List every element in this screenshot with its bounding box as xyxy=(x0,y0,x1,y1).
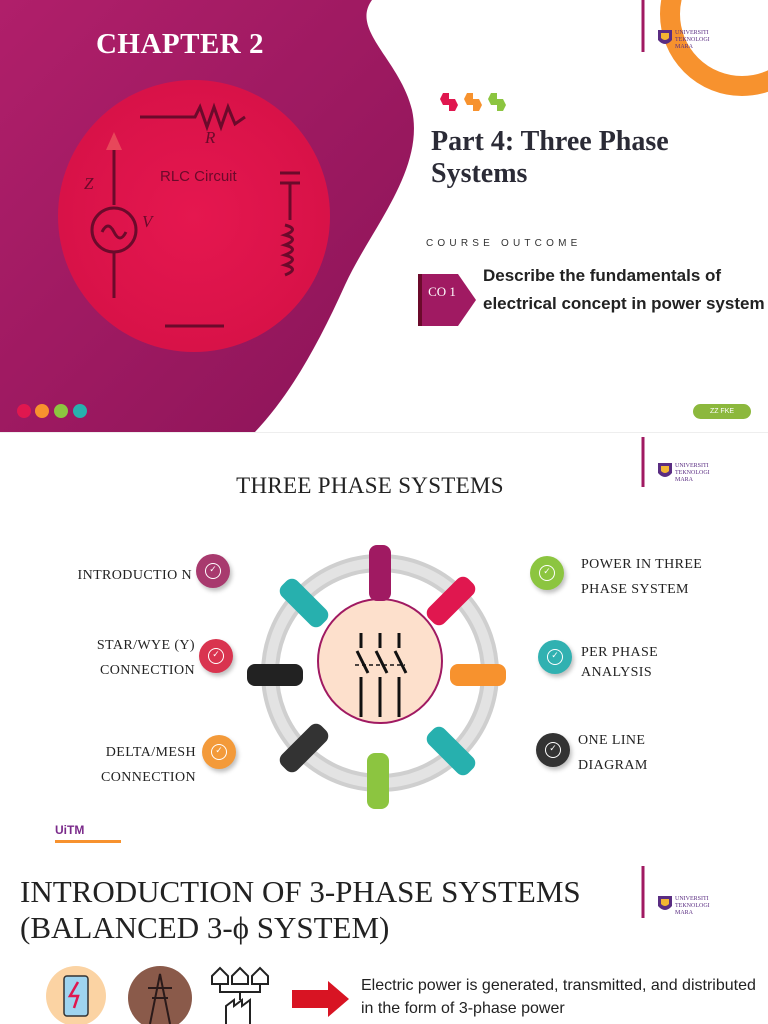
item-introduction: INTRODUCTIO N xyxy=(77,568,192,583)
slide-three-phase-overview: UNIVERSITI TEKNOLOGI MARA THREE PHASE SY… xyxy=(0,432,768,848)
slide3-title: INTRODUCTION OF 3-PHASE SYSTEMS (BALANCE… xyxy=(20,874,630,946)
logo-text: UNIVERSITI TEKNOLOGI MARA xyxy=(675,463,710,483)
check-icon: ✓ xyxy=(536,733,570,767)
course-outcome-text: Describe the fundamentals of electrical … xyxy=(483,266,765,313)
transmission-tower-icon xyxy=(128,966,192,1024)
uitm-logo-icon xyxy=(658,463,672,477)
check-icon: ✓ xyxy=(196,554,230,588)
slide-introduction-3-phase: UNIVERSITI TEKNOLOGI MARA INTRODUCTION O… xyxy=(0,848,768,1024)
slide2-graphics xyxy=(247,437,672,809)
check-icon: ✓ xyxy=(199,639,233,673)
item-delta-connection: DELTA/MESH CONNECTION xyxy=(101,745,196,785)
uitm-footer-logo: UiTM xyxy=(55,823,121,843)
item-per-phase-analysis: PER PHASE ANALYSIS xyxy=(581,645,659,680)
arrow-head-icon xyxy=(106,132,122,150)
slide3-graphics xyxy=(46,866,672,1024)
label-r: R xyxy=(205,128,216,147)
dot-green xyxy=(54,404,68,418)
distribution-houses-icon xyxy=(211,966,269,1024)
slide1-background xyxy=(0,0,768,432)
item-star-connection: STAR/WYE (Y) CONNECTION xyxy=(96,638,195,678)
uitm-logo-icon xyxy=(658,30,672,44)
label-v: V xyxy=(142,212,153,231)
rlc-circuit-diagram xyxy=(90,102,300,328)
label-z: Z xyxy=(84,174,94,193)
co-badge-shape xyxy=(418,274,476,326)
cycle-diagram xyxy=(247,545,506,809)
slide-chapter-title: CHAPTER 2 R Z V RLC Circuit UNIVERSITI T… xyxy=(0,0,768,432)
dot-orange xyxy=(35,404,49,418)
item-power-three-phase: POWER IN THREE PHASE SYSTEM xyxy=(581,557,703,597)
decorative-crosses xyxy=(440,93,506,111)
slide2-title: THREE PHASE SYSTEMS xyxy=(236,473,504,498)
power-generation-icon xyxy=(46,966,106,1024)
dot-teal xyxy=(73,404,87,418)
check-icon: ✓ xyxy=(530,556,564,590)
slide3-title-line2: (BALANCED 3-ϕ SYSTEM) xyxy=(20,910,390,945)
course-outcome-label: COURSE OUTCOME xyxy=(426,238,582,249)
slide3-title-line1: INTRODUCTION OF 3-PHASE SYSTEMS xyxy=(20,874,581,909)
logo-text: UNIVERSITI TEKNOLOGI MARA xyxy=(675,896,710,916)
check-icon: ✓ xyxy=(202,735,236,769)
dot-crimson xyxy=(17,404,31,418)
part-title: Part 4: Three Phase Systems xyxy=(431,126,669,189)
red-circle xyxy=(58,80,330,352)
arrow-right-icon xyxy=(292,981,349,1017)
item-one-line-diagram: ONE LINE DIAGRAM xyxy=(578,733,648,773)
footer-badge: ZZ FKE xyxy=(693,404,751,419)
chapter-heading: CHAPTER 2 xyxy=(95,28,265,60)
rlc-caption: RLC Circuit xyxy=(160,168,237,185)
three-pole-switch-icon xyxy=(355,633,408,717)
slide3-body-text: Electric power is generated, transmitted… xyxy=(361,977,756,1017)
check-icon: ✓ xyxy=(538,640,572,674)
logo-text: UNIVERSITI TEKNOLOGI MARA xyxy=(675,30,710,50)
uitm-logo-icon xyxy=(658,896,672,910)
co-badge-label: CO 1 xyxy=(428,284,456,299)
orange-ring xyxy=(660,0,768,96)
